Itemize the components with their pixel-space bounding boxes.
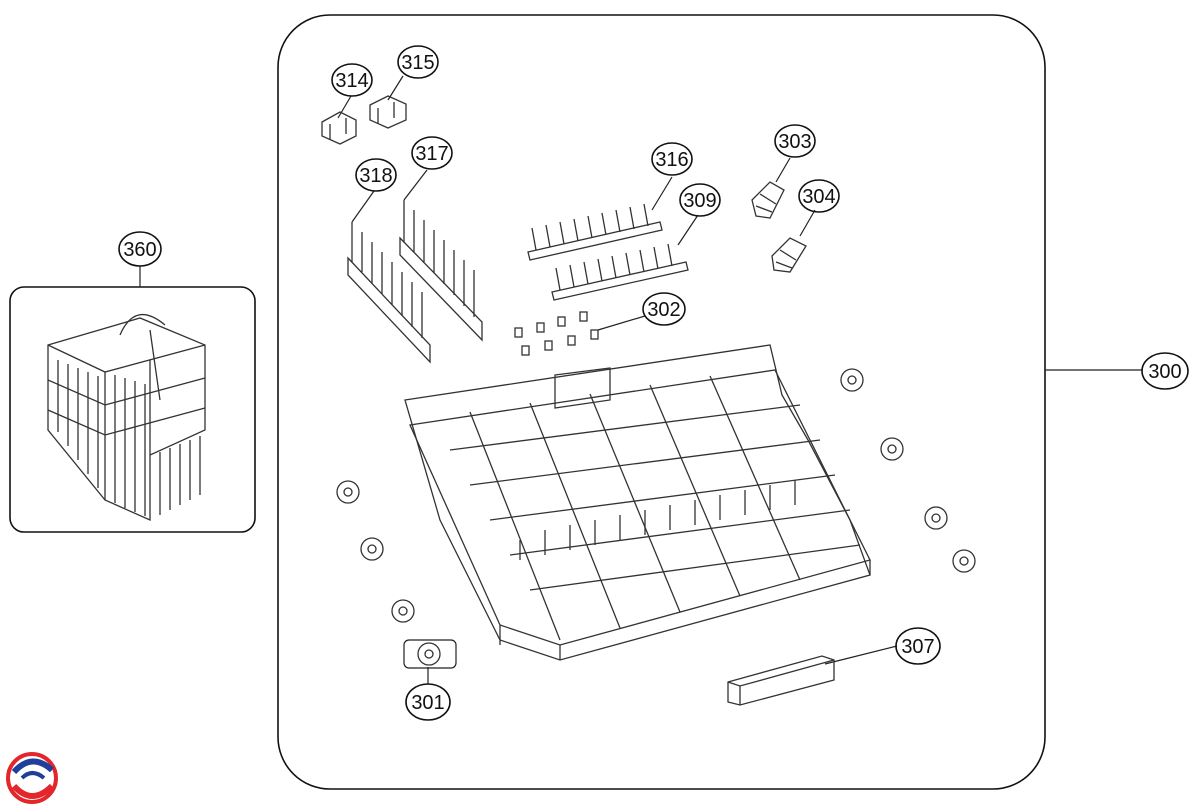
callout-label-303: 303 bbox=[778, 131, 811, 153]
tine-row-icon-318 bbox=[347, 222, 431, 364]
assembly-frame-300 bbox=[277, 14, 1046, 790]
detail-box-301 bbox=[403, 639, 457, 669]
callout-315: 315 bbox=[397, 45, 439, 79]
callout-300: 300 bbox=[1141, 352, 1189, 390]
brand-logo-icon bbox=[6, 752, 58, 804]
callout-360: 360 bbox=[118, 231, 162, 267]
leader-lines bbox=[139, 75, 1142, 684]
cutlery-basket-icon bbox=[47, 313, 206, 522]
handle-icon bbox=[727, 655, 835, 706]
rack-clip-icon-314 bbox=[321, 111, 357, 145]
callout-303: 303 bbox=[774, 124, 816, 158]
callout-label-304: 304 bbox=[802, 186, 835, 208]
lower-rack-icon bbox=[404, 344, 871, 661]
callout-307: 307 bbox=[895, 627, 941, 665]
tine-row-icon-316 bbox=[527, 203, 663, 261]
rack-clip-icon-303 bbox=[751, 181, 785, 219]
callout-309: 309 bbox=[679, 183, 721, 217]
tine-row-icon-309 bbox=[551, 243, 689, 301]
callout-label-318: 318 bbox=[359, 165, 392, 187]
callout-label-309: 309 bbox=[683, 190, 716, 212]
callout-label-314: 314 bbox=[335, 70, 368, 92]
callout-label-317: 317 bbox=[415, 143, 448, 165]
callout-label-360: 360 bbox=[123, 239, 156, 261]
rack-wheel-icon bbox=[336, 368, 976, 666]
tine-row-icon-317 bbox=[399, 200, 483, 342]
accessory-frame-360 bbox=[9, 286, 256, 533]
callout-label-316: 316 bbox=[655, 149, 688, 171]
callout-316: 316 bbox=[651, 142, 693, 176]
callout-314: 314 bbox=[331, 63, 373, 97]
callout-label-301: 301 bbox=[411, 692, 444, 714]
callout-302: 302 bbox=[642, 292, 686, 326]
callout-317: 317 bbox=[411, 136, 453, 170]
rack-clip-icon-315 bbox=[369, 95, 407, 129]
rack-clip-icon-304 bbox=[771, 237, 807, 273]
callout-label-302: 302 bbox=[647, 299, 680, 321]
callout-label-307: 307 bbox=[901, 636, 934, 658]
rack-clip-icon-302 bbox=[514, 311, 599, 356]
callout-label-300: 300 bbox=[1148, 361, 1181, 383]
callout-301: 301 bbox=[405, 683, 451, 721]
callout-304: 304 bbox=[798, 179, 840, 213]
callout-318: 318 bbox=[355, 158, 397, 192]
callout-label-315: 315 bbox=[401, 52, 434, 74]
